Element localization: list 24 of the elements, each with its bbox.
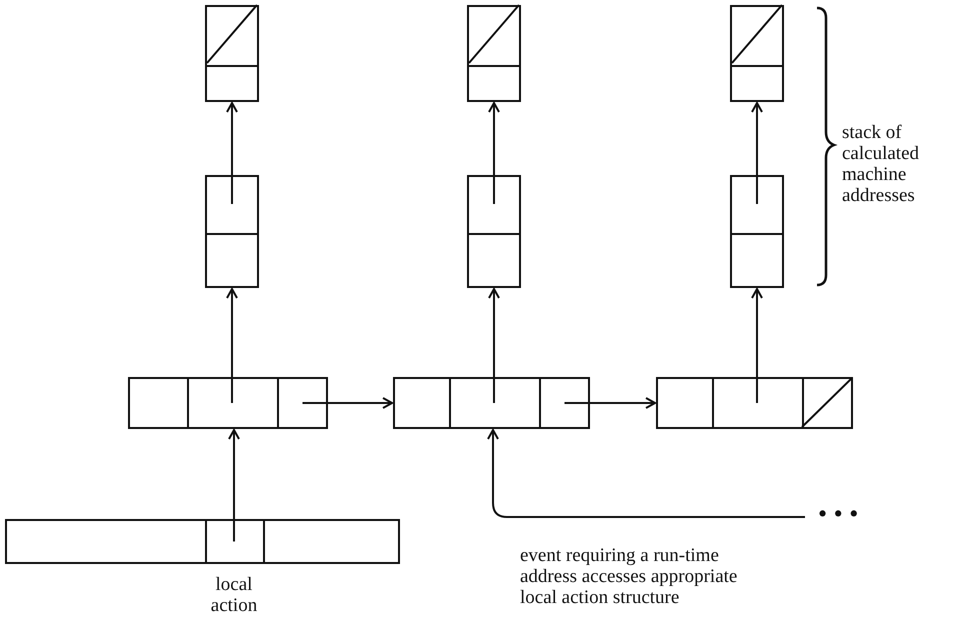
record-box: [730, 175, 784, 288]
record-box: [467, 5, 521, 102]
record-box: [730, 5, 784, 102]
arrow: [226, 102, 238, 204]
record-box: [128, 377, 328, 429]
record-box: [205, 175, 259, 288]
record-box: [393, 377, 590, 429]
annotation-text: event requiring a run-time address accesses appropriate local action structure: [520, 545, 738, 608]
part-label: local action: [210, 574, 258, 616]
record-box: [5, 519, 400, 564]
arrow: [488, 102, 500, 204]
brace-label: stack of calculated machine addresses: [842, 122, 920, 206]
arrow: [226, 288, 238, 403]
ellipsis: • • •: [818, 503, 860, 524]
arrow: [751, 288, 763, 403]
arrow: [302, 397, 393, 409]
record-box: [656, 377, 853, 429]
arrow: [228, 429, 240, 542]
arrow: [751, 102, 763, 204]
arrow: [487, 429, 805, 518]
arrow: [564, 397, 656, 409]
record-box: [467, 175, 521, 288]
arrow: [488, 288, 500, 403]
record-box: [205, 5, 259, 102]
